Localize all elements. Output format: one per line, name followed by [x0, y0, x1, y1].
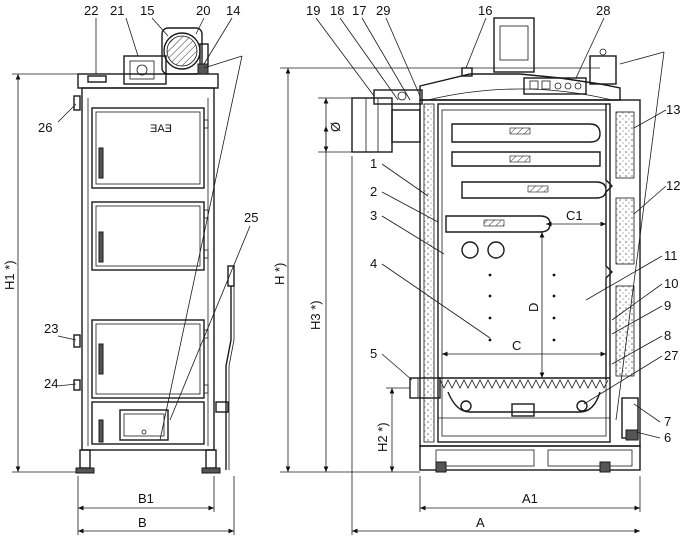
lower-door	[91, 319, 205, 399]
fan-15	[161, 27, 203, 75]
dim-h: H *)	[272, 263, 287, 285]
label-plate-22	[87, 75, 107, 83]
air-hole-right	[487, 241, 505, 259]
callout-20: 20	[196, 3, 210, 18]
dim-c: C	[512, 338, 521, 353]
callout-4: 4	[370, 256, 377, 271]
middle-door-handle	[98, 231, 104, 263]
controller-21	[123, 55, 167, 85]
rear-insulation-13	[615, 111, 635, 179]
callout-29: 29	[376, 3, 390, 18]
front-foot-right	[201, 467, 221, 474]
callout-25: 25	[244, 210, 258, 225]
dim-h2: H2 *)	[375, 422, 390, 452]
rear-insulation-12	[615, 197, 635, 265]
upper-door-handle	[98, 147, 104, 179]
rear-insulation-9	[615, 285, 635, 377]
pipe-26	[73, 95, 81, 111]
callout-12: 12	[666, 178, 680, 193]
callout-16: 16	[478, 3, 492, 18]
dim-h1: H1 *)	[2, 260, 17, 290]
lever-handle-25	[227, 265, 235, 287]
base-frame	[419, 445, 641, 471]
callout-23: 23	[44, 321, 58, 336]
callout-28: 28	[596, 3, 610, 18]
callout-3: 3	[370, 208, 377, 223]
lower-door-handle	[98, 343, 104, 375]
callout-14: 14	[226, 3, 240, 18]
side-view: Ø H *) H3 *) H2 *) C C1 D A1 A	[272, 3, 680, 535]
dim-a: A	[476, 515, 485, 530]
callout-19: 19	[306, 3, 320, 18]
callout-11: 11	[664, 248, 678, 263]
upper-door	[91, 107, 205, 189]
controller-28	[523, 77, 587, 95]
fan-16	[493, 17, 535, 73]
air-hole-left	[461, 241, 479, 259]
callout-18: 18	[330, 3, 344, 18]
callout-21: 21	[110, 3, 124, 18]
ash-door-handle	[98, 419, 104, 443]
dim-c1: C1	[566, 208, 583, 223]
thermostat-14	[197, 63, 209, 75]
callout-9: 9	[664, 298, 671, 313]
callout-6: 6	[664, 430, 671, 445]
dim-b: B	[138, 515, 147, 530]
flue-outlet	[351, 97, 393, 153]
front-body	[81, 87, 215, 451]
front-foot-left	[75, 467, 95, 474]
callout-27: 27	[664, 348, 678, 363]
return-pipe-23	[73, 334, 81, 348]
middle-door	[91, 201, 205, 271]
front-insulation	[423, 103, 435, 443]
callout-10: 10	[664, 276, 678, 291]
front-view: ƎAƎ	[2, 3, 258, 535]
dim-flue-diameter: Ø	[328, 122, 343, 132]
callout-26: 26	[38, 120, 52, 135]
logo: ƎAƎ	[150, 123, 172, 135]
grate	[439, 379, 609, 389]
callout-2: 2	[370, 184, 377, 199]
dim-b1: B1	[138, 491, 154, 506]
callout-5: 5	[370, 346, 377, 361]
flue-damper-18	[391, 109, 421, 143]
air-damper	[119, 409, 169, 441]
chamber-dots	[488, 273, 556, 342]
ash-door	[91, 401, 205, 445]
callout-17: 17	[352, 3, 366, 18]
callout-15: 15	[140, 3, 154, 18]
callout-8: 8	[664, 328, 671, 343]
dim-a1: A1	[522, 491, 538, 506]
dim-h3: H3 *)	[308, 300, 323, 330]
dim-d: D	[526, 303, 541, 312]
drain-24	[73, 379, 81, 391]
callout-1: 1	[370, 156, 377, 171]
callout-22: 22	[84, 3, 98, 18]
callout-13: 13	[666, 102, 680, 117]
callout-7: 7	[664, 414, 671, 429]
callout-24: 24	[44, 376, 58, 391]
